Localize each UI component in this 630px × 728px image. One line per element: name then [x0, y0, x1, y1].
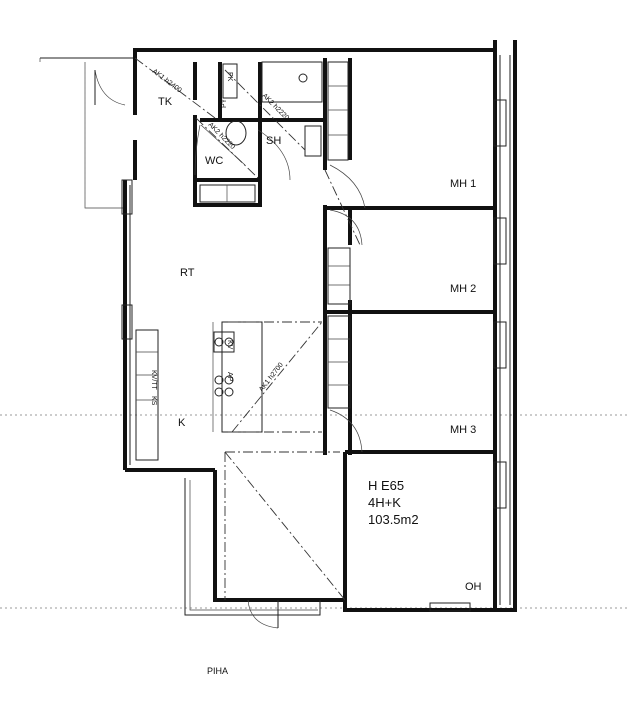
room-label-tk: TK	[158, 96, 173, 108]
wall-top	[133, 48, 495, 58]
fixture-py: PY	[221, 98, 228, 108]
room-label-mh1: MH 1	[450, 178, 476, 190]
fixture-kvtt: KV/TT	[150, 370, 157, 391]
room-label-mh3: MH 3	[450, 424, 476, 436]
wall-right-inner	[499, 55, 511, 605]
kitchen	[135, 321, 263, 461]
balcony-outline	[184, 478, 321, 616]
unit-code: H E65	[368, 478, 404, 493]
annotation-ak2-bath: AK2 h2220	[261, 92, 291, 122]
fixture-ks: KS	[150, 396, 157, 406]
room-label-sh: SH	[266, 135, 281, 147]
wardrobes	[327, 61, 351, 409]
room-label-wc: WC	[205, 155, 223, 167]
sightlines	[134, 57, 361, 601]
fixture-ap: AP	[226, 372, 233, 382]
annotation-ak1-entry: AK1 h2400	[151, 68, 183, 95]
unit-type: 4H+K	[368, 495, 401, 510]
room-label-k: K	[178, 417, 186, 429]
canopy-outline	[39, 58, 125, 209]
wall-right	[493, 40, 517, 612]
room-label-oh: OH	[465, 581, 482, 593]
balcony-inner	[189, 480, 318, 611]
room-label-rt: RT	[180, 267, 195, 279]
fixture-kv: KV	[226, 340, 233, 350]
door-swings	[94, 69, 366, 629]
outdoor-label: PIHA	[207, 666, 228, 676]
windows	[121, 99, 507, 612]
room-label-mh2: MH 2	[450, 283, 476, 295]
unit-area: 103.5m2	[368, 512, 419, 527]
fixture-pk: PK	[226, 72, 233, 82]
wet-rooms	[193, 61, 325, 207]
annotation-ak2-wc: AK2 h2220	[207, 121, 237, 151]
wall-left	[123, 50, 137, 470]
